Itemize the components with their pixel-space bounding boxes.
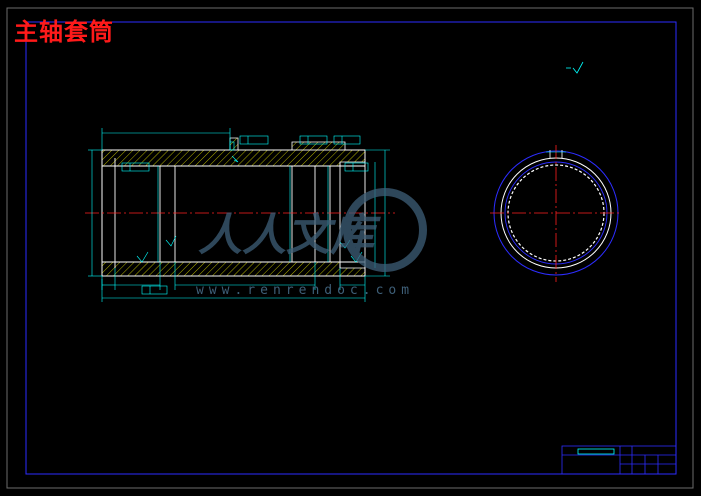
drawing-frame <box>25 21 677 475</box>
watermark-url: www.renrendoc.com <box>196 283 415 298</box>
watermark-logo: 人人文库 <box>198 188 427 272</box>
title-block <box>561 445 677 475</box>
roughness-symbol <box>566 61 584 74</box>
dimension-lines <box>88 128 390 302</box>
drawing-title: 主轴套筒 <box>14 18 114 46</box>
tolerance-frames <box>121 135 369 295</box>
bottom-wall-hatch <box>101 261 366 277</box>
end-view <box>490 145 622 282</box>
section-view <box>85 128 395 302</box>
sheet-border <box>6 7 694 489</box>
watermark-logo-text: 人人文库 <box>198 210 381 261</box>
